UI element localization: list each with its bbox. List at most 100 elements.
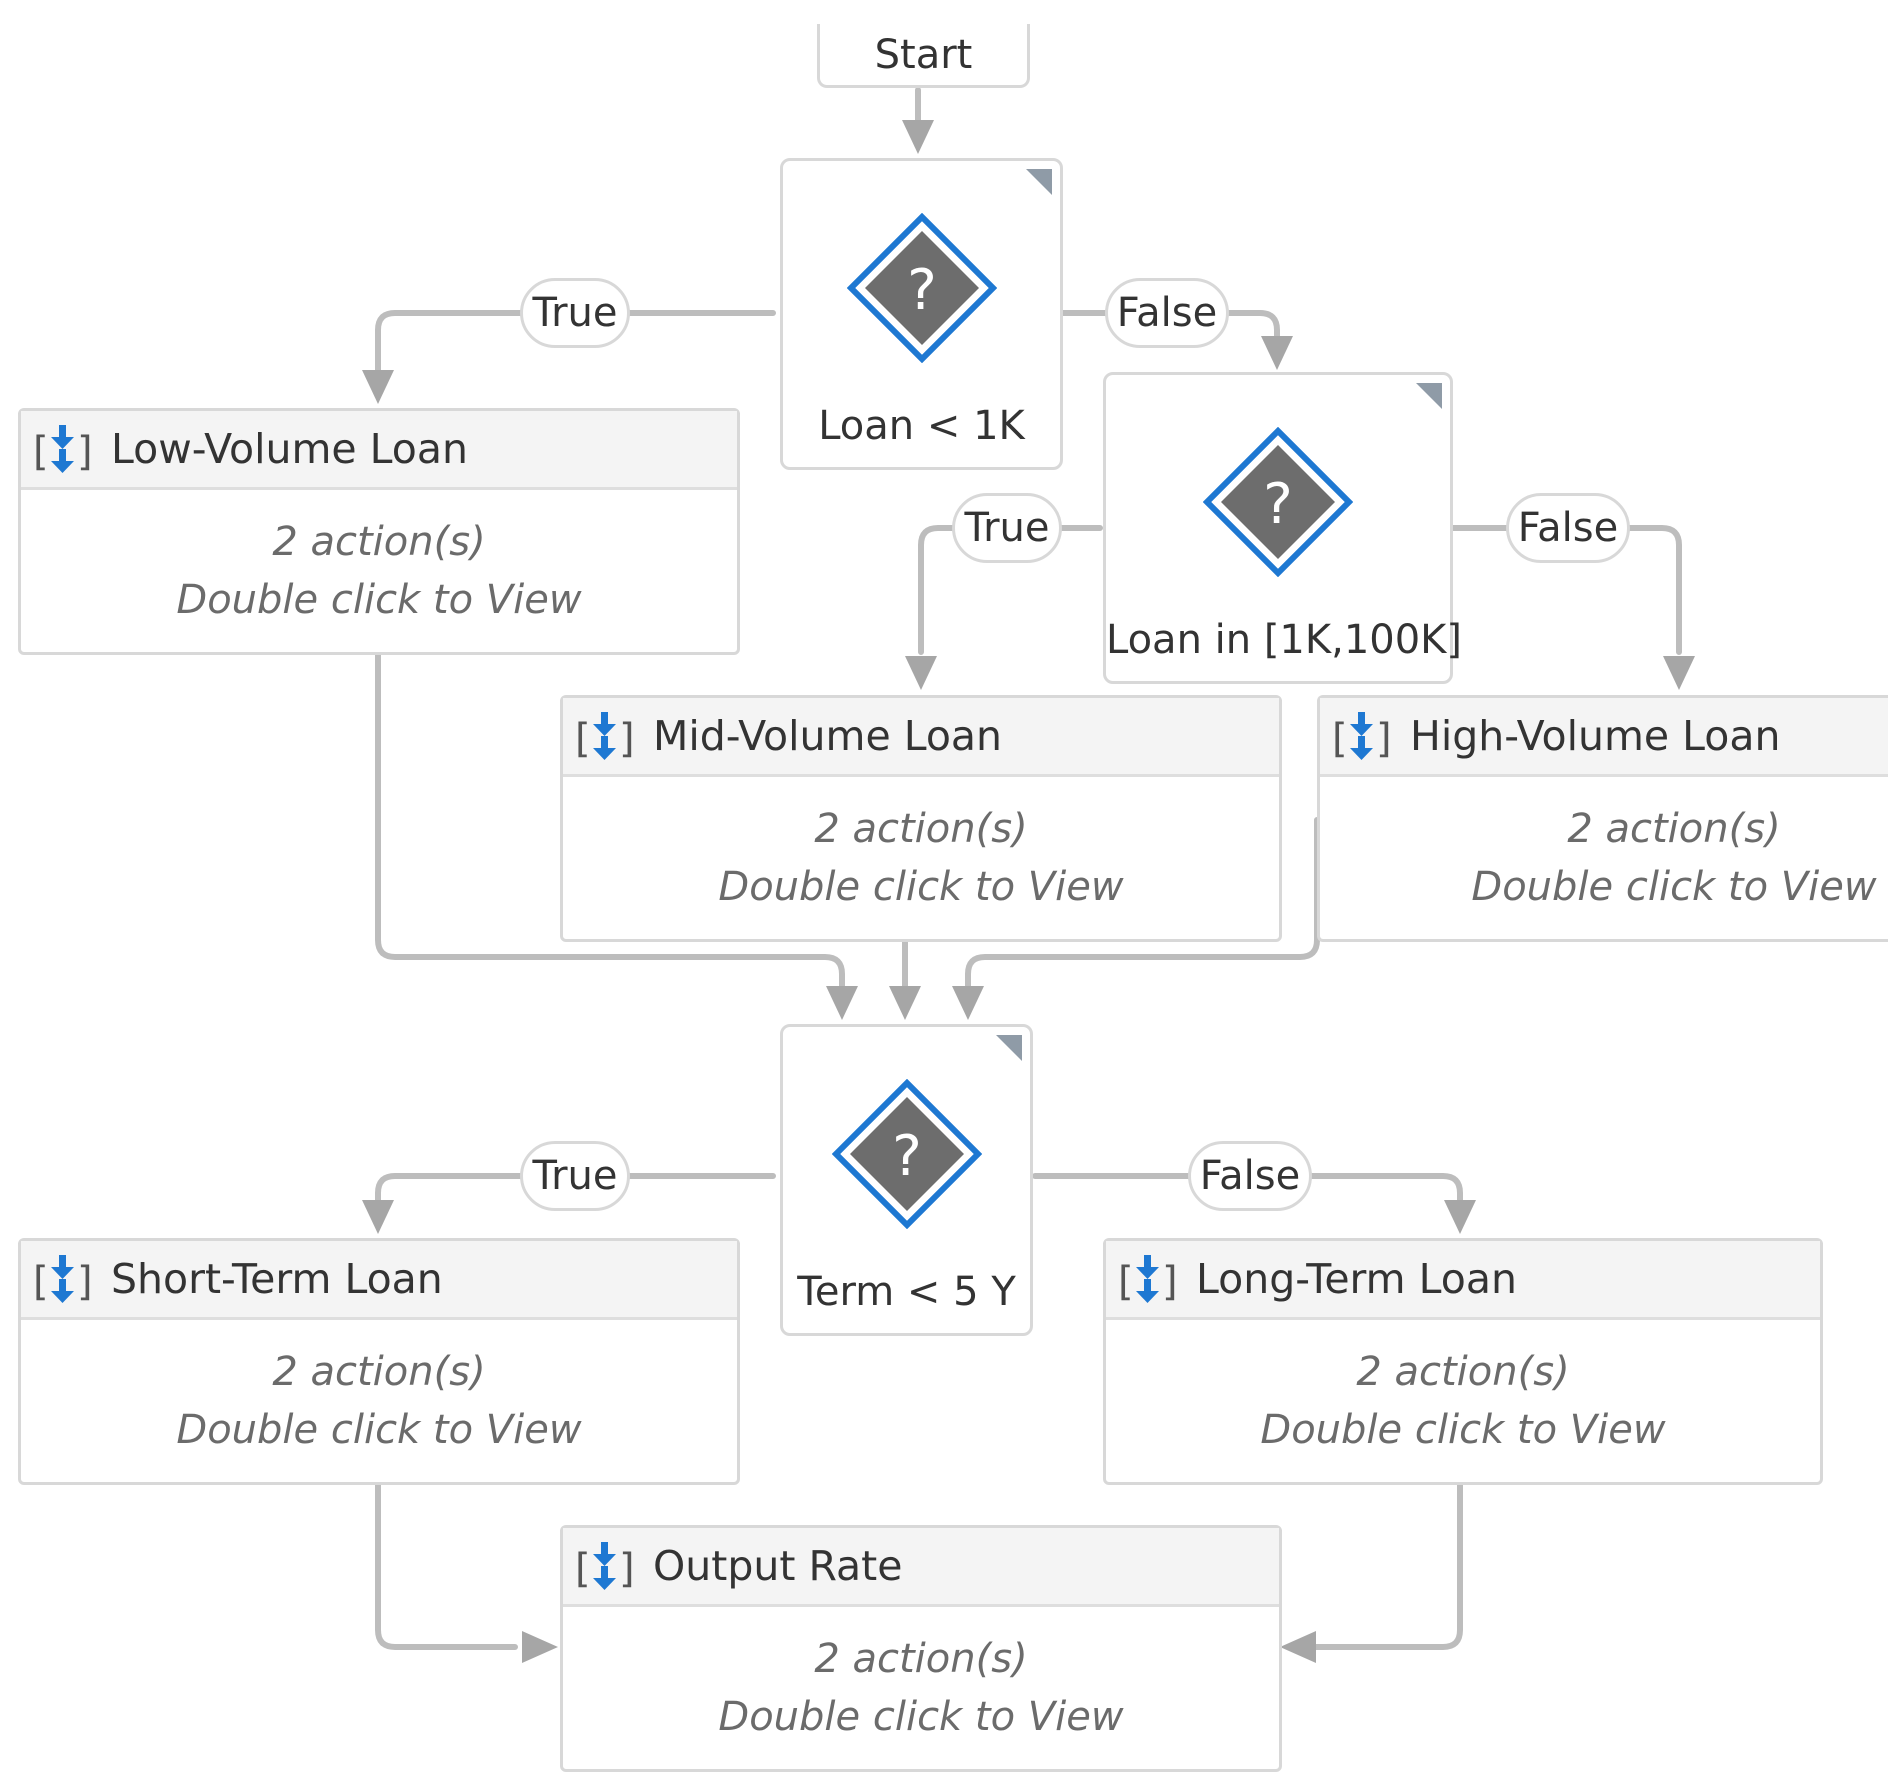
sequence-action-count: 2 action(s) (1356, 1349, 1570, 1395)
svg-text:[: [ (33, 1259, 49, 1305)
connector-d2-false (1450, 525, 1682, 655)
decision-diamond-icon: ? (846, 212, 997, 364)
sequence-header: [] Low-Volume Loan (21, 411, 737, 490)
collapse-corner-icon[interactable] (996, 1035, 1022, 1061)
sequence-icon: [] (1330, 706, 1394, 766)
sequence-icon: [] (31, 419, 95, 479)
decision-diamond-icon: ? (831, 1078, 982, 1230)
svg-text:]: ] (619, 716, 635, 762)
branch-label-true: True (520, 278, 630, 348)
sequence-title: High-Volume Loan (1410, 712, 1781, 760)
arrowhead (1261, 336, 1293, 370)
decision-term-lt-5y[interactable]: ? Term < 5 Y (780, 1024, 1033, 1336)
sequence-icon: [] (1116, 1249, 1180, 1309)
sequence-body: 2 action(s) Double click to View (21, 490, 737, 652)
sequence-header: [] Short-Term Loan (21, 1241, 737, 1320)
connector-low-to-d3 (375, 652, 845, 989)
connector-d3-true (375, 1173, 776, 1203)
sequence-action-count: 2 action(s) (272, 1349, 486, 1395)
decision-label: Loan in [1K,100K] (1106, 617, 1462, 663)
branch-label-true: True (520, 1141, 630, 1211)
arrowhead (905, 656, 937, 690)
sequence-title: Low-Volume Loan (111, 425, 468, 473)
sequence-hint: Double click to View (718, 1694, 1124, 1740)
sequence-title: Long-Term Loan (1196, 1255, 1517, 1303)
decision-loan-in-range[interactable]: ? Loan in [1K,100K] (1103, 372, 1462, 684)
sequence-header: [] Mid-Volume Loan (563, 698, 1279, 777)
arrowhead (1280, 1631, 1316, 1663)
decision-label: Loan < 1K (818, 403, 1025, 449)
sequence-body: 2 action(s) Double click to View (563, 1607, 1279, 1769)
decision-diamond-icon: ? (1202, 426, 1354, 578)
arrowhead (889, 986, 921, 1020)
sequence-body: 2 action(s) Double click to View (1106, 1320, 1820, 1482)
branch-label-false: False (1105, 278, 1229, 348)
sequence-body: 2 action(s) Double click to View (563, 777, 1279, 939)
sequence-title: Mid-Volume Loan (653, 712, 1003, 760)
sequence-body: 2 action(s) Double click to View (21, 1320, 737, 1482)
sequence-body: 2 action(s) Double click to View (1320, 777, 1888, 939)
branch-label-false: False (1188, 1141, 1312, 1211)
decision-label: Term < 5 Y (797, 1269, 1016, 1315)
arrowhead (1444, 1200, 1476, 1234)
svg-text:?: ? (1263, 472, 1293, 537)
sequence-action-count: 2 action(s) (272, 519, 486, 565)
sequence-hint: Double click to View (1471, 864, 1877, 910)
sequence-title: Short-Term Loan (111, 1255, 443, 1303)
connector-long-to-output (1309, 1482, 1463, 1650)
svg-text:?: ? (907, 258, 937, 323)
svg-text:[: [ (575, 716, 591, 762)
decision-loan-lt-1k[interactable]: ? Loan < 1K (780, 158, 1063, 470)
connector-short-to-output (375, 1482, 518, 1650)
branch-label-true: True (952, 493, 1062, 563)
connector-d3-false (1032, 1173, 1463, 1203)
svg-text:[: [ (575, 1546, 591, 1592)
svg-text:]: ] (1162, 1259, 1178, 1305)
svg-text:[: [ (33, 429, 49, 475)
sequence-action-count: 2 action(s) (814, 1636, 1028, 1682)
svg-text:[: [ (1118, 1259, 1134, 1305)
sequence-hint: Double click to View (176, 1407, 582, 1453)
arrowhead (826, 986, 858, 1020)
branch-label-false: False (1506, 493, 1630, 563)
svg-text:[: [ (1332, 716, 1348, 762)
arrowhead (362, 1200, 394, 1234)
arrowhead (522, 1631, 558, 1663)
sequence-hint: Double click to View (1260, 1407, 1666, 1453)
arrowhead (952, 986, 984, 1020)
sequence-output-rate[interactable]: [] Output Rate 2 action(s) Double click … (560, 1525, 1282, 1772)
arrowhead (362, 370, 394, 404)
sequence-hint: Double click to View (176, 577, 582, 623)
sequence-icon: [] (31, 1249, 95, 1309)
sequence-action-count: 2 action(s) (1567, 806, 1781, 852)
sequence-header: [] Long-Term Loan (1106, 1241, 1820, 1320)
sequence-long-term-loan[interactable]: [] Long-Term Loan 2 action(s) Double cli… (1103, 1238, 1823, 1485)
arrowhead (902, 120, 934, 154)
connector-high-to-d3 (965, 817, 1320, 989)
svg-text:]: ] (1376, 716, 1392, 762)
collapse-corner-icon[interactable] (1416, 383, 1442, 409)
sequence-short-term-loan[interactable]: [] Short-Term Loan 2 action(s) Double cl… (18, 1238, 740, 1485)
sequence-action-count: 2 action(s) (814, 806, 1028, 852)
connector-d1-false (1059, 310, 1280, 345)
svg-text:]: ] (77, 429, 93, 475)
start-node[interactable]: Start (817, 24, 1030, 88)
start-label: Start (874, 31, 973, 78)
svg-text:]: ] (619, 1546, 635, 1592)
sequence-header: [] Output Rate (563, 1528, 1279, 1607)
sequence-high-volume-loan[interactable]: [] High-Volume Loan 2 action(s) Double c… (1317, 695, 1888, 942)
connector-d2-true (918, 525, 1103, 655)
connector-d1-true (375, 310, 776, 373)
sequence-icon: [] (573, 1536, 637, 1596)
sequence-hint: Double click to View (718, 864, 1124, 910)
sequence-mid-volume-loan[interactable]: [] Mid-Volume Loan 2 action(s) Double cl… (560, 695, 1282, 942)
collapse-corner-icon[interactable] (1026, 169, 1052, 195)
sequence-icon: [] (573, 706, 637, 766)
svg-text:]: ] (77, 1259, 93, 1305)
sequence-title: Output Rate (653, 1542, 903, 1590)
sequence-low-volume-loan[interactable]: [] Low-Volume Loan 2 action(s) Double cl… (18, 408, 740, 655)
arrowhead (1663, 656, 1695, 690)
sequence-header: [] High-Volume Loan (1320, 698, 1888, 777)
svg-text:?: ? (892, 1124, 922, 1189)
